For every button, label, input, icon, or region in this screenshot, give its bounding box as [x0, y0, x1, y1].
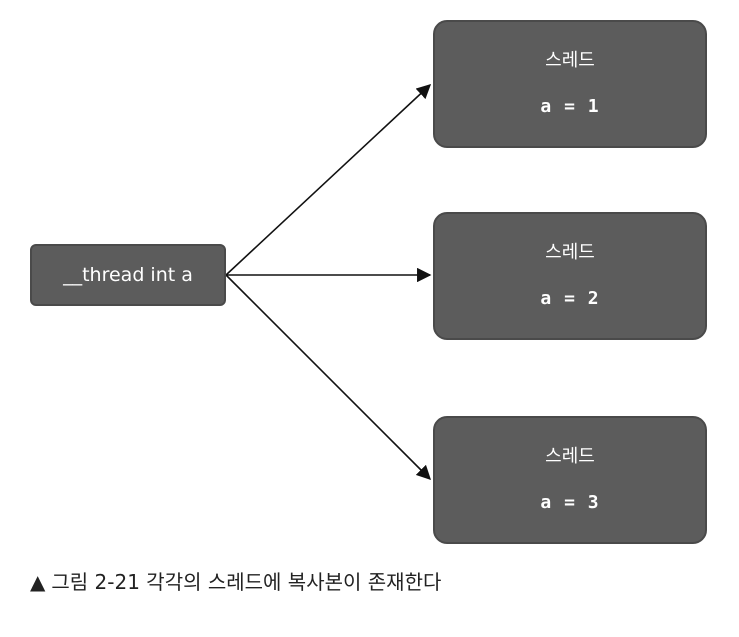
thread-local-variable-label: __thread int a [63, 264, 193, 286]
thread-value: a = 1 [540, 96, 600, 117]
arrow-to-thread-1 [225, 84, 432, 276]
thread-value: a = 2 [540, 288, 600, 309]
thread-local-variable-node: __thread int a [30, 244, 226, 306]
thread-box-3: 스레드 a = 3 [433, 416, 707, 544]
arrow-to-thread-3 [225, 274, 432, 481]
thread-title: 스레드 [545, 446, 595, 467]
thread-title: 스레드 [545, 50, 595, 71]
thread-box-1: 스레드 a = 1 [433, 20, 707, 148]
figure-caption-text: 그림 2-21 각각의 스레드에 복사본이 존재한다 [51, 570, 442, 594]
figure-caption: ▲그림 2-21 각각의 스레드에 복사본이 존재한다 [30, 566, 441, 595]
thread-value: a = 3 [540, 492, 600, 513]
thread-box-2: 스레드 a = 2 [433, 212, 707, 340]
thread-title: 스레드 [545, 242, 595, 263]
triangle-marker-icon: ▲ [30, 570, 46, 594]
